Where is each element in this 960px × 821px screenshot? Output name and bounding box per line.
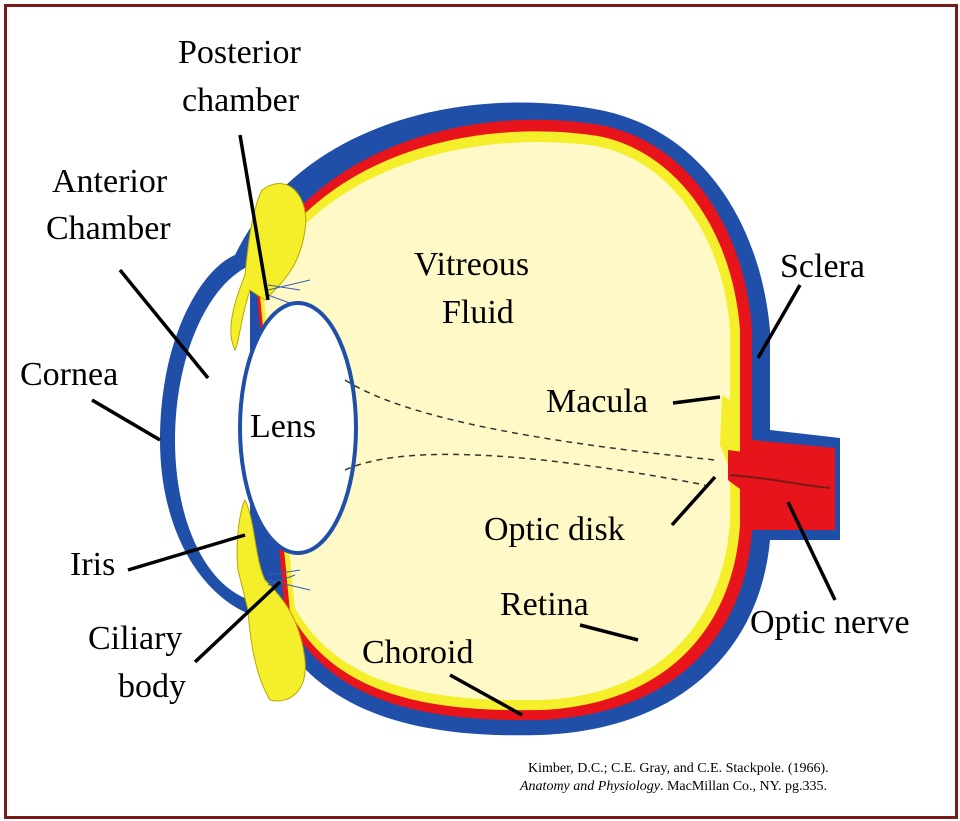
leader-sclera bbox=[756, 284, 802, 359]
leader-iris bbox=[127, 533, 246, 572]
ciliary-body-upper bbox=[230, 183, 307, 352]
label-macula: Macula bbox=[546, 383, 648, 420]
label-anterior-chamber-1: Anterior bbox=[52, 163, 168, 200]
label-ciliary-2: body bbox=[118, 668, 186, 705]
label-retina: Retina bbox=[500, 586, 589, 623]
label-cornea: Cornea bbox=[20, 356, 119, 393]
label-sclera: Sclera bbox=[780, 248, 865, 285]
label-choroid: Choroid bbox=[362, 634, 474, 671]
label-posterior-chamber-2: chamber bbox=[182, 82, 300, 119]
citation-title: Anatomy and Physiology bbox=[520, 779, 660, 794]
citation-publisher: . MacMillan Co., NY. pg.335. bbox=[659, 779, 827, 794]
label-posterior-chamber-1: Posterior bbox=[178, 34, 301, 71]
anterior-chamber bbox=[175, 268, 250, 600]
ciliary-body-lower bbox=[236, 498, 306, 702]
optic-nerve-body bbox=[728, 450, 835, 528]
visual-axis-lower bbox=[344, 453, 706, 486]
label-iris: Iris bbox=[70, 546, 116, 583]
optic-nerve-line bbox=[729, 474, 831, 489]
label-optic-nerve: Optic nerve bbox=[750, 604, 910, 641]
label-ciliary-1: Ciliary bbox=[88, 620, 183, 657]
leader-ciliary bbox=[193, 580, 282, 664]
leader-choroid bbox=[449, 673, 523, 717]
leader-optic-disk bbox=[670, 475, 717, 527]
leader-cornea bbox=[91, 398, 161, 442]
leader-anterior-chamber bbox=[118, 268, 210, 380]
leader-posterior-chamber bbox=[238, 134, 270, 301]
label-vitreous-1: Vitreous bbox=[414, 246, 530, 283]
leader-optic-nerve bbox=[786, 501, 837, 601]
citation-line-1: Kimber, D.C.; C.E. Gray, and C.E. Stackp… bbox=[528, 761, 829, 776]
label-anterior-chamber-2: Chamber bbox=[46, 210, 171, 247]
lens bbox=[238, 301, 358, 555]
label-optic-disk: Optic disk bbox=[484, 511, 625, 548]
leader-macula bbox=[672, 395, 721, 405]
leader-lines bbox=[91, 134, 837, 717]
leader-retina bbox=[579, 623, 639, 642]
label-vitreous-2: Fluid bbox=[442, 294, 514, 331]
vitreous-body bbox=[262, 142, 730, 701]
label-lens: Lens bbox=[250, 408, 317, 445]
citation-line-2: Anatomy and Physiology. MacMillan Co., N… bbox=[520, 778, 827, 796]
